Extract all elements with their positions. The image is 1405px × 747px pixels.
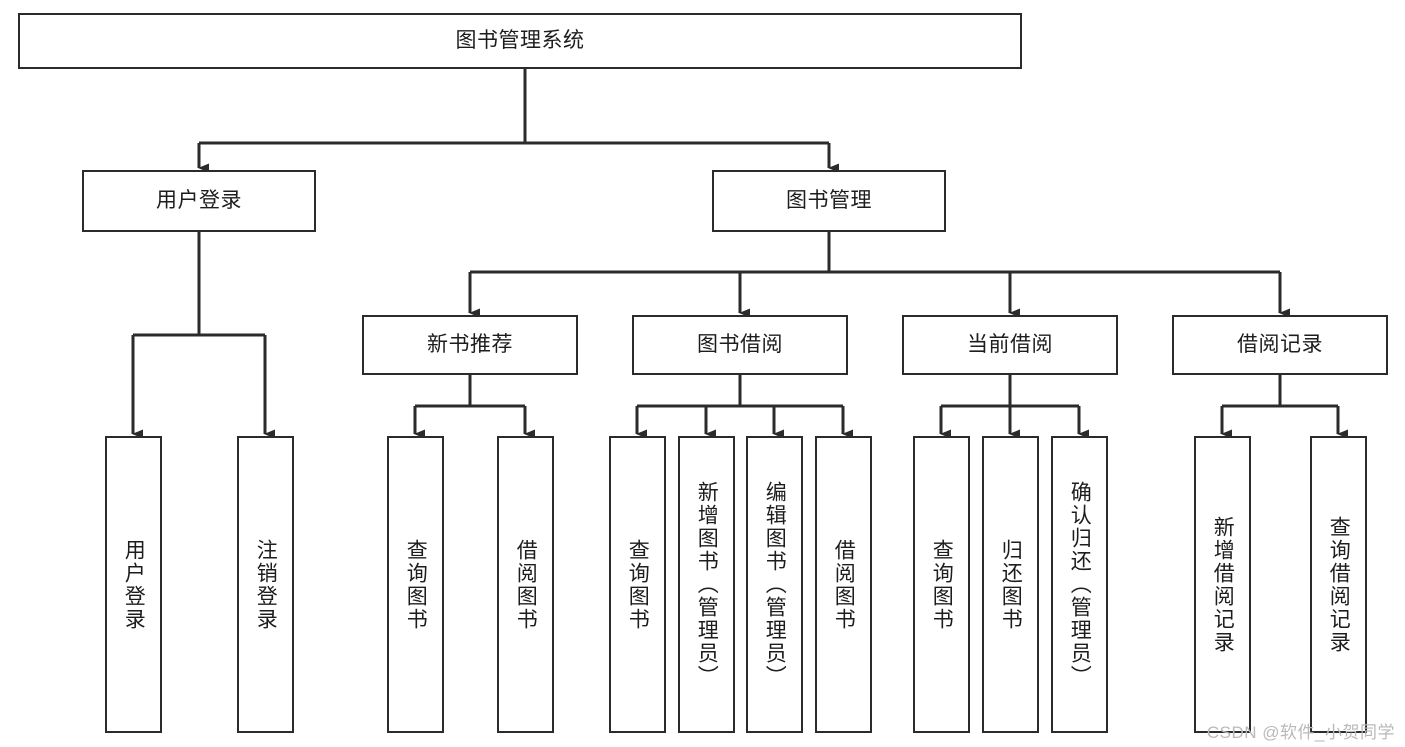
node-label: 确认归还（管理员） bbox=[1068, 481, 1092, 688]
node-book-borrow[interactable]: 图书借阅 bbox=[632, 315, 848, 375]
node-label: 新书推荐 bbox=[427, 332, 513, 356]
node-label: 图书管理 bbox=[786, 188, 872, 212]
leaf-current-borrow-return[interactable]: 归还图书 bbox=[982, 436, 1039, 733]
node-label: 用户登录 bbox=[156, 188, 242, 212]
leaf-new-book-borrow[interactable]: 借阅图书 bbox=[497, 436, 554, 733]
node-borrow-record[interactable]: 借阅记录 bbox=[1172, 315, 1388, 375]
node-root-library-system[interactable]: 图书管理系统 bbox=[18, 13, 1022, 69]
node-label: 图书借阅 bbox=[697, 332, 783, 356]
node-label: 借阅图书 bbox=[514, 538, 538, 631]
node-user-login[interactable]: 用户登录 bbox=[82, 170, 316, 232]
node-label: 新增图书（管理员） bbox=[695, 481, 719, 688]
csdn-watermark: CSDN @软件_小贺同学 bbox=[1206, 723, 1395, 742]
node-label: 新增借阅记录 bbox=[1211, 515, 1235, 654]
node-label: 当前借阅 bbox=[967, 332, 1053, 356]
node-label: 注销登录 bbox=[254, 538, 278, 631]
node-label: 查询图书 bbox=[626, 538, 650, 631]
node-label: 用户登录 bbox=[122, 538, 146, 631]
node-label: 图书管理系统 bbox=[455, 28, 585, 52]
leaf-book-borrow-add[interactable]: 新增图书（管理员） bbox=[678, 436, 735, 733]
node-label: 查询图书 bbox=[930, 538, 954, 631]
leaf-book-borrow-query[interactable]: 查询图书 bbox=[609, 436, 666, 733]
node-new-book-recommend[interactable]: 新书推荐 bbox=[362, 315, 578, 375]
leaf-book-borrow-borrow[interactable]: 借阅图书 bbox=[815, 436, 872, 733]
node-label: 查询借阅记录 bbox=[1327, 515, 1351, 654]
node-current-borrow[interactable]: 当前借阅 bbox=[902, 315, 1118, 375]
leaf-book-borrow-edit[interactable]: 编辑图书（管理员） bbox=[746, 436, 803, 733]
node-label: 归还图书 bbox=[999, 538, 1023, 631]
leaf-user-login-login[interactable]: 用户登录 bbox=[105, 436, 162, 733]
node-label: 查询图书 bbox=[404, 538, 428, 631]
leaf-current-borrow-confirm-return[interactable]: 确认归还（管理员） bbox=[1051, 436, 1108, 733]
node-label: 借阅记录 bbox=[1237, 332, 1323, 356]
leaf-borrow-record-add[interactable]: 新增借阅记录 bbox=[1194, 436, 1251, 733]
leaf-new-book-query[interactable]: 查询图书 bbox=[387, 436, 444, 733]
leaf-user-login-logout[interactable]: 注销登录 bbox=[237, 436, 294, 733]
node-label: 借阅图书 bbox=[832, 538, 856, 631]
leaf-current-borrow-query[interactable]: 查询图书 bbox=[913, 436, 970, 733]
node-label: 编辑图书（管理员） bbox=[763, 481, 787, 688]
node-book-management[interactable]: 图书管理 bbox=[712, 170, 946, 232]
leaf-borrow-record-query[interactable]: 查询借阅记录 bbox=[1310, 436, 1367, 733]
